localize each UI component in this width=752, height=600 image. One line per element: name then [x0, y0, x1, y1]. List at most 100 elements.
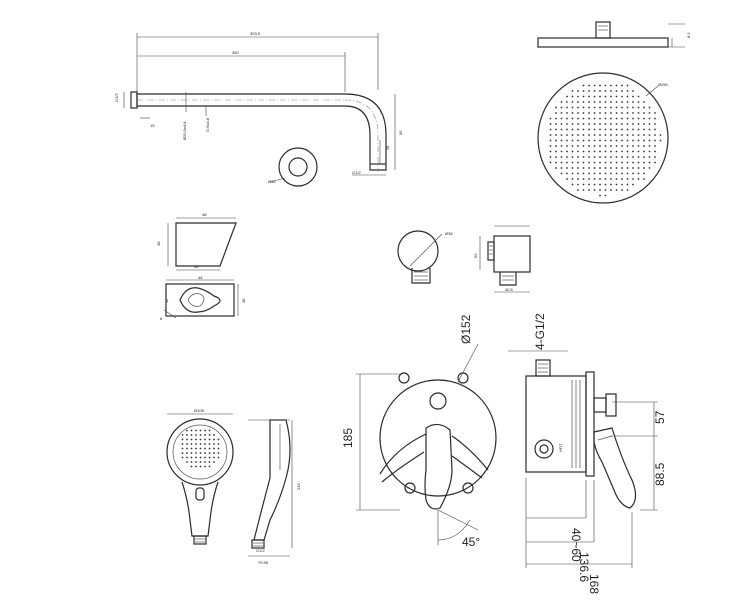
- nozzle-dot: [588, 112, 590, 114]
- nozzle-dot: [599, 139, 601, 142]
- dim-holder-hole-side: 8: [160, 316, 163, 321]
- nozzle-dot: [560, 145, 563, 147]
- nozzle-dot: [632, 101, 634, 103]
- nozzle-dot: [599, 145, 601, 147]
- nozzle-dot: [637, 117, 640, 120]
- nozzle-dot: [632, 167, 634, 169]
- nozzle-dot: [555, 106, 557, 109]
- nozzle-dot: [190, 434, 193, 436]
- nozzle-dot: [632, 128, 634, 131]
- nozzle-dot: [632, 90, 634, 92]
- nozzle-dot: [615, 161, 618, 164]
- nozzle-dot: [566, 101, 568, 103]
- nozzle-dot: [599, 123, 601, 125]
- nozzle-dot: [208, 443, 211, 445]
- nozzle-dot: [555, 123, 557, 125]
- nozzle-dot: [582, 161, 585, 164]
- hot-label: HOT: [558, 443, 563, 452]
- nozzle-dot: [643, 112, 645, 114]
- nozzle-dot: [577, 95, 579, 98]
- nozzle-dot: [593, 178, 596, 180]
- nozzle-dot: [632, 123, 634, 125]
- nozzle-dot: [637, 172, 640, 175]
- nozzle-dot: [571, 106, 574, 109]
- nozzle-dot: [593, 128, 596, 131]
- handshower-side: [253, 419, 291, 541]
- nozzle-dot: [615, 156, 618, 158]
- nozzle-dot: [654, 128, 656, 131]
- nozzle-dot: [626, 172, 629, 175]
- nozzle-dot: [582, 134, 585, 136]
- nozzle-dot: [615, 150, 618, 153]
- nozzle-dot: [632, 172, 634, 175]
- nozzle-dot: [599, 161, 601, 164]
- nozzle-dot: [626, 178, 629, 180]
- handshower-view: Ø108 245 79.96 G1/2: [166, 408, 301, 565]
- nozzle-dot: [566, 150, 568, 153]
- nozzle-dot: [190, 447, 193, 450]
- nozzle-dot: [204, 465, 206, 468]
- nozzle-dot: [643, 101, 645, 103]
- nozzle-dot: [643, 172, 645, 175]
- nozzle-dot: [571, 95, 574, 98]
- nozzle-dot: [588, 150, 590, 153]
- nozzle-dot: [571, 117, 574, 120]
- nozzle-dot: [604, 156, 607, 158]
- spray-button: [195, 487, 205, 501]
- nozzle-dot: [621, 172, 623, 175]
- nozzle-dot: [648, 117, 651, 120]
- nozzle-dot: [577, 178, 579, 180]
- nozzle-dot: [582, 172, 585, 175]
- nozzle-dot: [549, 134, 552, 136]
- nozzle-dot: [643, 167, 645, 169]
- nozzle-dot: [577, 145, 579, 147]
- nozzle-dot: [643, 139, 645, 142]
- nozzle-dot: [560, 167, 563, 169]
- nozzle-dot: [643, 106, 645, 109]
- nozzle-dot: [599, 189, 601, 191]
- rain-head-face: [537, 72, 669, 204]
- nozzle-dot: [632, 183, 634, 186]
- nozzle-dot: [560, 128, 563, 131]
- nozzle-dot: [621, 178, 623, 180]
- nozzle-dot: [582, 95, 585, 98]
- nozzle-dot: [648, 150, 651, 153]
- nozzle-dot: [615, 84, 618, 87]
- nozzle-dot: [571, 156, 574, 158]
- nozzle-dot: [181, 434, 184, 436]
- nozzle-dot: [621, 156, 623, 158]
- nozzle-dot: [621, 139, 623, 142]
- nozzle-dot: [621, 145, 623, 147]
- nozzle-dot: [604, 112, 607, 114]
- holder-side: [175, 222, 237, 267]
- nozzle-dot: [571, 178, 574, 180]
- nozzle-dot: [610, 117, 612, 120]
- nozzle-dot: [621, 128, 623, 131]
- nozzle-dot: [571, 128, 574, 131]
- nozzle-dot: [626, 134, 629, 136]
- dim-arm-pipe: G1/2: [114, 93, 119, 102]
- nozzle-dot: [626, 128, 629, 131]
- nozzle-dot: [637, 101, 640, 103]
- nozzle-dot: [615, 189, 618, 191]
- nozzle-dot: [217, 438, 220, 441]
- nozzle-dot: [577, 161, 579, 164]
- dim-arm-bend: 28: [385, 145, 390, 150]
- dim-wall-margin: 15: [150, 123, 155, 128]
- nozzle-dot: [549, 150, 552, 153]
- nozzle-dot: [637, 156, 640, 158]
- nozzle-dot: [204, 429, 206, 432]
- nozzle-dot: [604, 189, 607, 191]
- nozzle-pattern: [549, 84, 662, 197]
- nozzle-dot: [637, 161, 640, 164]
- nozzle-dot: [190, 438, 193, 441]
- nozzle-dot: [599, 106, 601, 109]
- nozzle-dot: [208, 456, 211, 459]
- nozzle-dot: [643, 128, 645, 131]
- dim-plate-height: 38: [241, 298, 246, 303]
- nozzle-dot: [195, 465, 197, 468]
- nozzle-dot: [615, 134, 618, 136]
- nozzle-dot: [610, 189, 612, 191]
- nozzle-dot: [555, 145, 557, 147]
